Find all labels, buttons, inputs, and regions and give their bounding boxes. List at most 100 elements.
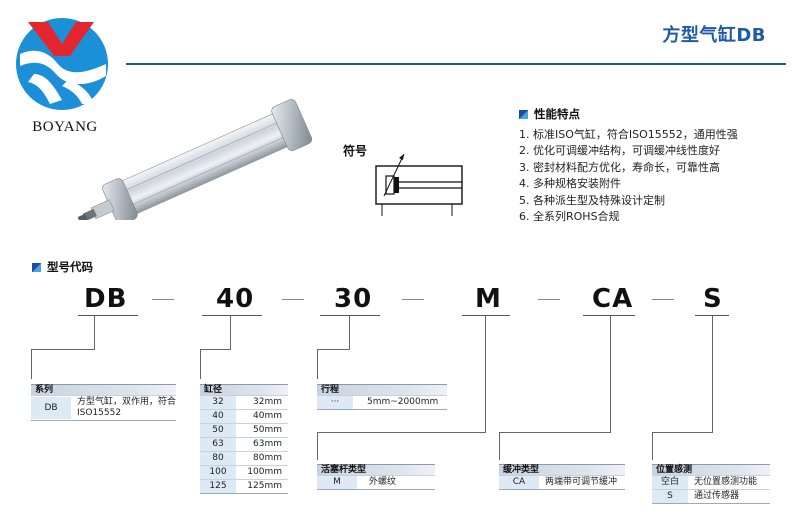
code-underline (320, 315, 380, 316)
table-row: 空白无位置感测功能 (652, 475, 770, 489)
model-code-heading-text: 型号代码 (47, 260, 93, 274)
table-cell-key: 空白 (652, 476, 688, 489)
connector-line (317, 432, 318, 460)
table-cell-key: 100 (200, 466, 236, 479)
code-separator (282, 299, 304, 300)
series-table: 系列 DB 方型气缸，双作用，符合ISO15552 (31, 384, 176, 421)
table-row: 80 80mm (200, 451, 288, 465)
code-separator (652, 299, 674, 300)
code-separator (402, 299, 424, 300)
table-row: 63 63mm (200, 437, 288, 451)
symbol-label: 符号 (343, 144, 368, 158)
code-part-sensor: S (703, 284, 723, 314)
table-cell-key: S (652, 490, 688, 503)
code-underline (583, 315, 635, 316)
connector-line (499, 432, 500, 460)
table-row: S 通过传感器 (652, 489, 770, 503)
table-cell-value: 5mm~2000mm (367, 397, 439, 407)
table-row: M 外螺纹 (317, 475, 435, 489)
code-separator (152, 299, 174, 300)
cylinder-illustration (68, 96, 330, 225)
connector-line (485, 316, 486, 433)
connector-line (94, 316, 95, 349)
table-cell-value: 两端带可调节缓冲 (545, 477, 618, 487)
model-code-heading: 型号代码 (32, 259, 93, 275)
cylinder-symbol (368, 150, 464, 224)
table-cell-value: 50mm (253, 425, 282, 435)
connector-line (712, 316, 713, 433)
table-cell-key: DB (31, 397, 71, 419)
feature-item: 3. 密封材料配方优化，寿命长，可靠性高 (519, 160, 720, 174)
connector-line (31, 349, 32, 379)
connector-line (317, 349, 350, 350)
table-cell-value: 无位置感测功能 (694, 477, 758, 487)
boyang-logo-icon (16, 18, 108, 110)
feature-item: 4. 多种规格安装附件 (519, 177, 621, 191)
code-part-bore: 40 (216, 284, 255, 314)
header-divider (126, 63, 786, 65)
table-cell-value: 方型气缸，双作用，符合ISO15552 (77, 397, 177, 418)
feature-item: 1. 标准ISO气缸，符合ISO15552，通用性强 (519, 128, 738, 141)
connector-line (317, 349, 318, 379)
table-cell-value: 通过传感器 (694, 491, 740, 501)
table-cell-key: 80 (200, 452, 236, 465)
connector-line (317, 432, 486, 433)
table-row: DB 方型气缸，双作用，符合ISO15552 (31, 395, 176, 420)
feature-item: 5. 各种派生型及特殊设计定制 (519, 193, 665, 207)
table-cell-value: 125mm (247, 481, 282, 491)
code-part-series: DB (84, 284, 128, 314)
features-heading: 性能特点 (519, 106, 580, 122)
table-row: 125 125mm (200, 479, 288, 493)
code-separator (538, 299, 560, 300)
table-cell-value: 32mm (253, 397, 282, 407)
connector-line (610, 316, 611, 433)
connector-line (349, 316, 350, 349)
rod-table: 活塞杆类型 M 外螺纹 (317, 464, 435, 490)
connector-line (200, 349, 201, 379)
table-cell-value: 外螺纹 (369, 477, 397, 487)
sensor-table: 位置感测 空白无位置感测功能 S 通过传感器 (652, 464, 770, 504)
table-row: CA 两端带可调节缓冲 (499, 475, 625, 489)
table-row: 40 40mm (200, 409, 288, 423)
table-cell-key: CA (499, 476, 539, 489)
table-cell-value: 40mm (253, 411, 282, 421)
connector-line (652, 432, 713, 433)
table-cell-key: 63 (200, 438, 236, 451)
table-cell-value: 63mm (253, 439, 282, 449)
connector-line (31, 349, 95, 350)
table-cell-key: 125 (200, 480, 236, 493)
table-cell-key: 50 (200, 424, 236, 437)
code-part-cushion: CA (592, 284, 634, 314)
series-table-title: 系列 (31, 384, 176, 395)
table-cell-key: 40 (200, 410, 236, 423)
stroke-table-title: 行程 (317, 384, 447, 395)
table-cell-value: 80mm (253, 453, 282, 463)
page-title: 方型气缸DB (662, 25, 766, 46)
code-part-rod: M (475, 284, 502, 314)
code-underline (462, 315, 510, 316)
boyang-logo (12, 14, 112, 112)
brand-name: BOYANG (32, 119, 98, 135)
section-square-icon (32, 262, 41, 272)
feature-item: 2. 优化可调缓冲结构，可调缓冲线性度好 (519, 144, 720, 158)
code-underline (78, 315, 138, 316)
table-cell-key: M (317, 476, 357, 489)
bore-table-title: 缸径 (200, 384, 288, 395)
table-row: ···5mm~2000mm (317, 395, 447, 409)
sensor-table-title: 位置感测 (652, 464, 770, 475)
code-underline (202, 315, 262, 316)
cushion-table: 缓冲类型 CA 两端带可调节缓冲 (499, 464, 625, 490)
connector-line (499, 432, 611, 433)
connector-line (200, 349, 231, 350)
rod-table-title: 活塞杆类型 (317, 464, 435, 475)
section-square-icon (519, 109, 528, 119)
table-cell-value: 100mm (247, 467, 282, 477)
connector-line (652, 432, 653, 460)
table-row: 50 50mm (200, 423, 288, 437)
stroke-table: 行程 ···5mm~2000mm (317, 384, 447, 410)
features-list: 1. 标准ISO气缸，符合ISO15552，通用性强 2. 优化可调缓冲结构，可… (519, 127, 738, 225)
cushion-table-title: 缓冲类型 (499, 464, 625, 475)
code-part-stroke: 30 (334, 284, 373, 314)
